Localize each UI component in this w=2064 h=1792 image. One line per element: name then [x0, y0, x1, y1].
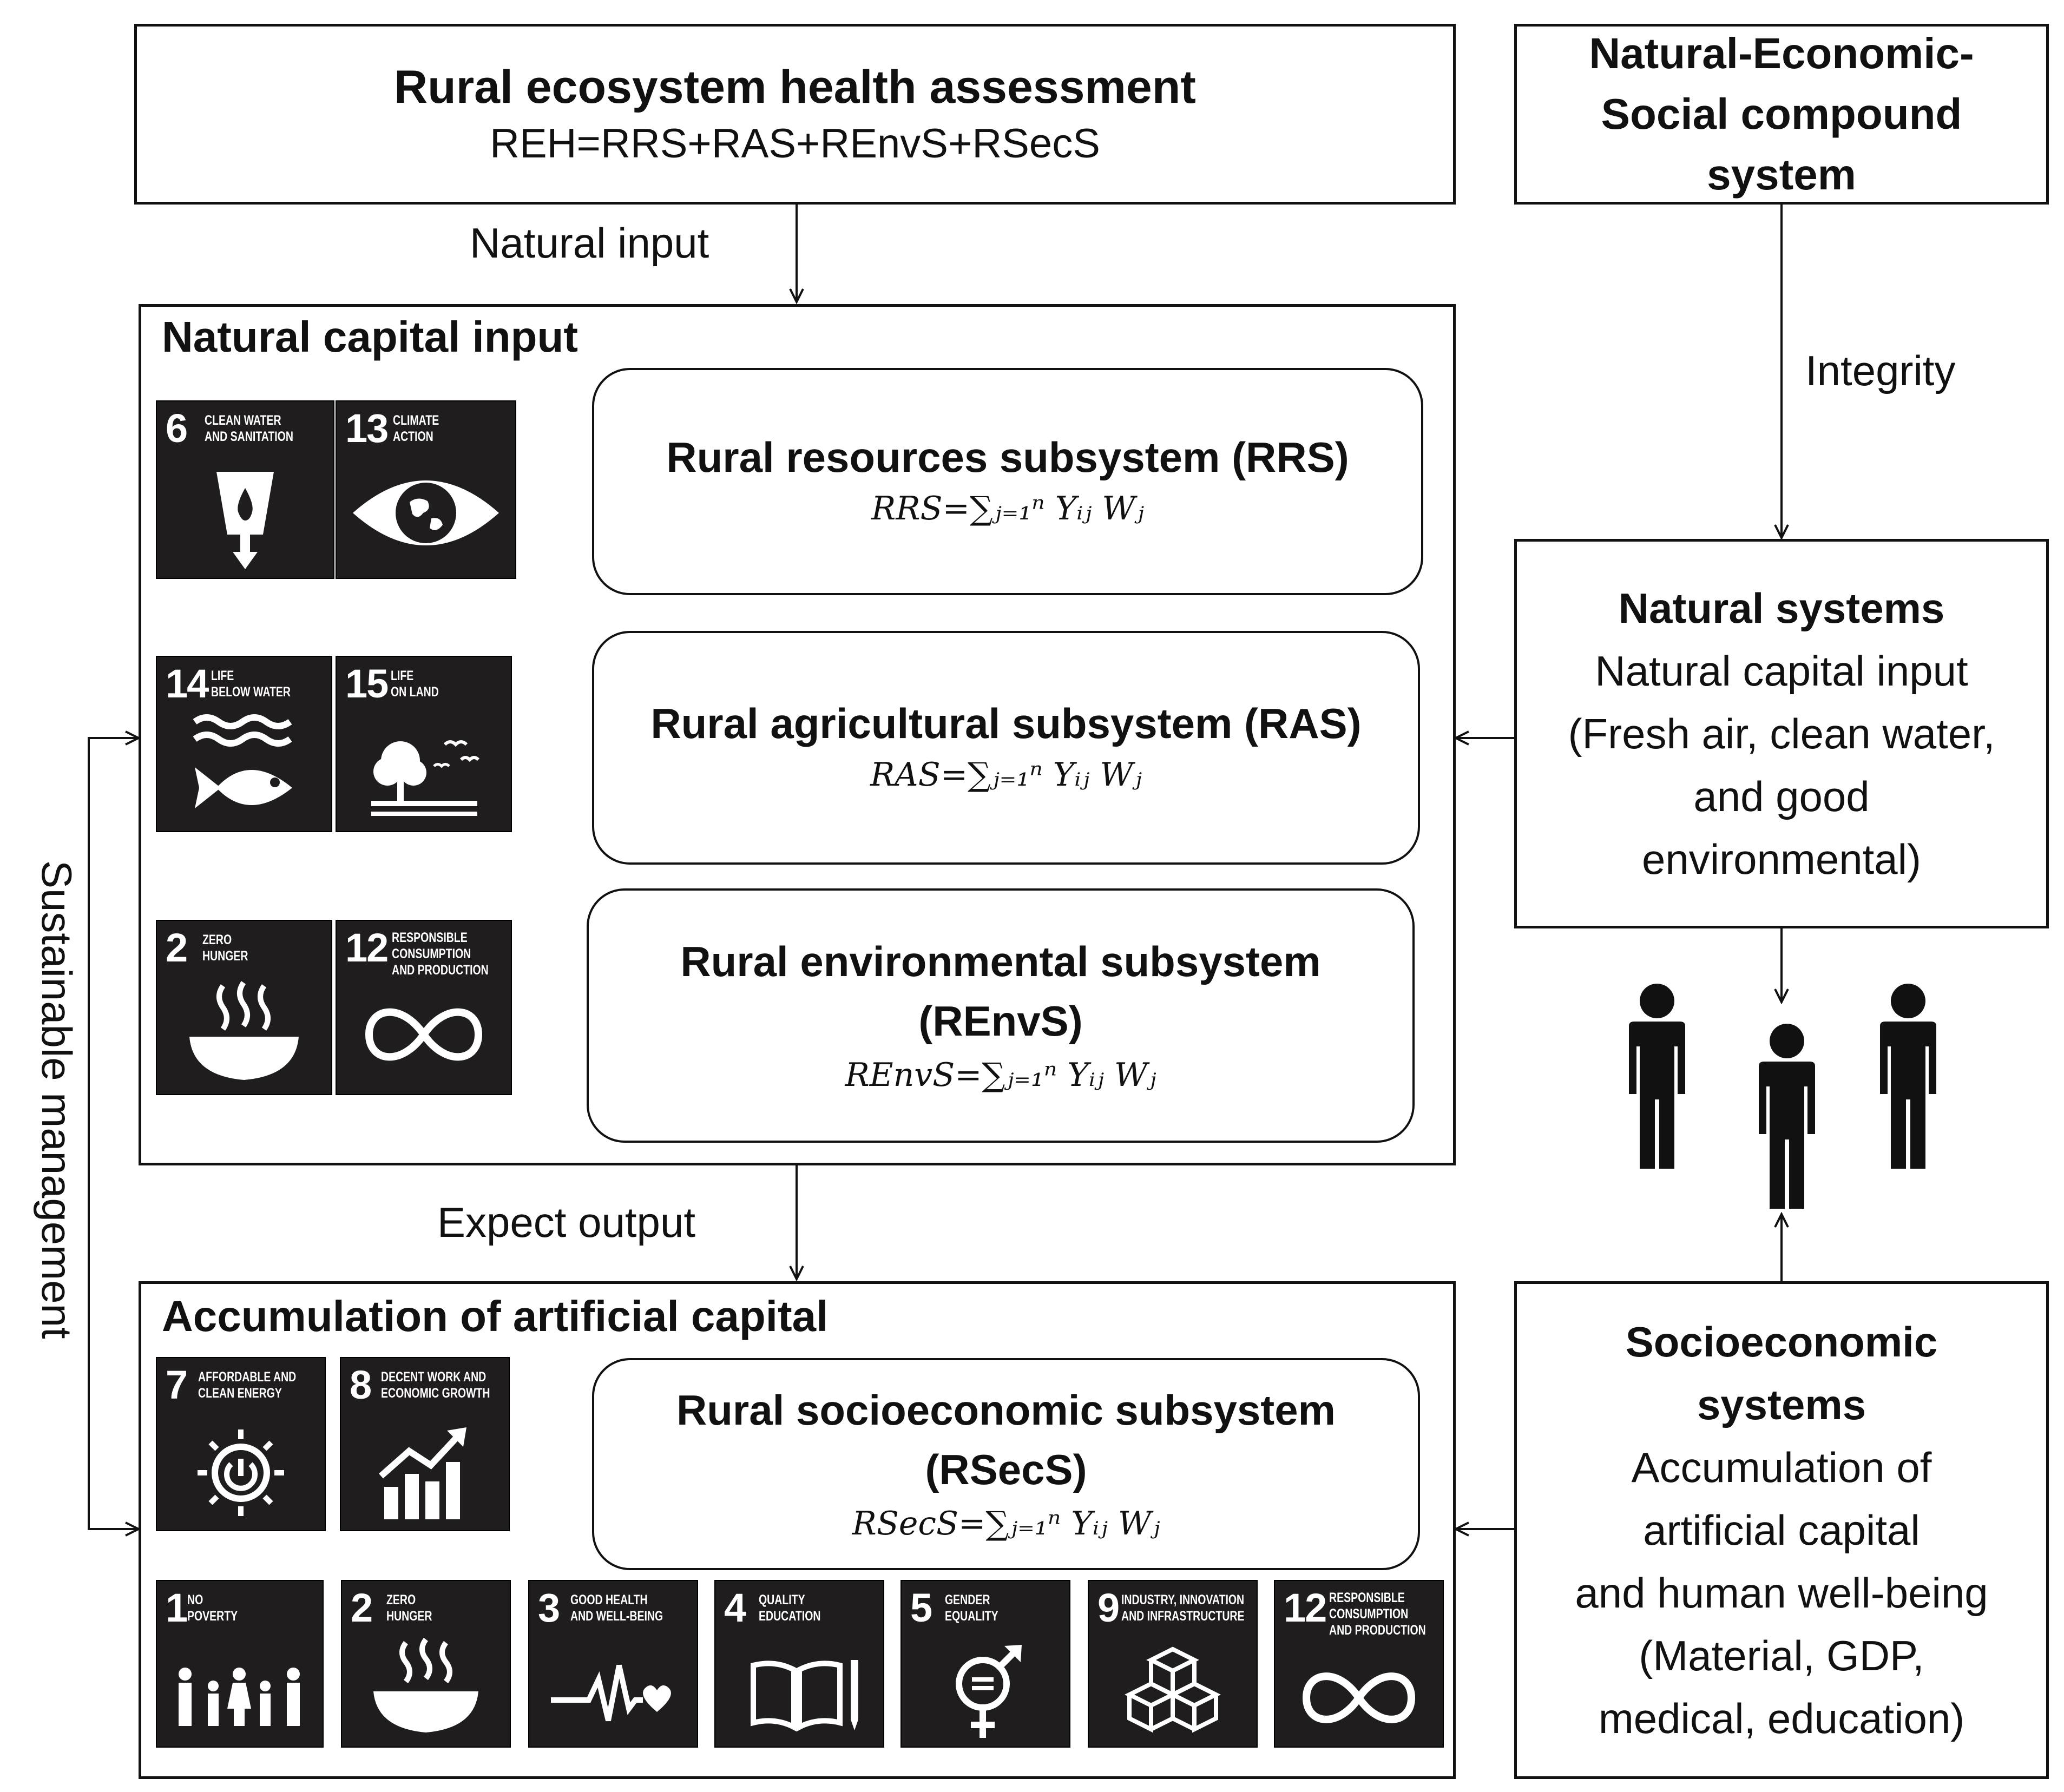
heartbeat-icon [551, 1664, 671, 1722]
expect-output-label: Expect output [437, 1198, 695, 1246]
socioeconomic-line-5: medical, education) [1598, 1695, 1965, 1742]
socioeconomic-line-2: artificial capital [1643, 1506, 1920, 1554]
compound-system-box: Natural-Economic- Social compound system [1514, 24, 2049, 205]
sdg-2-tile: 2 Zerohunger [342, 1581, 510, 1747]
ras-formula: RAS=∑ⱼ₌₁ⁿ Yᵢⱼ Wⱼ [870, 756, 1142, 794]
compound-line-2: Social compound [1601, 90, 1962, 138]
sdg-3-tile: 3 Good healthand well-being [529, 1581, 697, 1747]
natural-systems-line-2: (Fresh air, clean water, [1568, 710, 1995, 757]
natural-systems-line-3: and good [1693, 773, 1870, 820]
ras-subsystem-box: Rural agricultural subsystem (RAS) RAS=∑… [592, 631, 1420, 865]
socioeconomic-title-1: Socioeconomic [1625, 1318, 1938, 1366]
cubes-icon [1125, 1646, 1221, 1733]
socioeconomic-line-1: Accumulation of [1631, 1444, 1932, 1491]
ras-title: Rural agricultural subsystem (RAS) [650, 700, 1362, 747]
sdg-12-tile: 12 Responsibleconsumptionand production [1275, 1581, 1443, 1747]
book-pencil-icon [751, 1660, 858, 1732]
sdg-13-tile: 13 Climateaction [337, 401, 515, 578]
eye-globe-icon [353, 480, 499, 545]
sun-power-icon [198, 1429, 284, 1516]
health-assessment-formula: REH=RRS+RAS+REnvS+RSecS [490, 121, 1100, 167]
person-icon [1629, 984, 1685, 1169]
socioeconomic-systems-box: Socioeconomic systems Accumulation of ar… [1514, 1281, 2049, 1779]
sdg-8-tile: 8 Decent work andeconomic growth [341, 1358, 509, 1530]
sdg-9-tile: 9 Industry, innovationand infrastructure [1089, 1581, 1257, 1747]
growth-chart-icon [379, 1427, 466, 1519]
sustainable-management-loop [88, 737, 139, 1530]
natural-systems-title: Natural systems [1618, 584, 1945, 632]
person-icon [1759, 1024, 1815, 1209]
sdg-7-tile: 7 Affordable andclean energy [157, 1358, 325, 1530]
person-icon [1880, 984, 1936, 1169]
socioeconomic-title-2: systems [1697, 1381, 1866, 1428]
sdg-5-tile: 5 Genderequality [902, 1581, 1069, 1747]
fish-icon [193, 714, 292, 808]
rsecs-subsystem-box: Rural socioeconomic subsystem (RSecS) RS… [592, 1358, 1420, 1570]
compound-line-1: Natural-Economic- [1589, 29, 1974, 77]
gender-equality-icon [956, 1645, 1022, 1738]
renvs-subsystem-box: Rural environmental subsystem (REnvS) RE… [587, 888, 1415, 1143]
natural-systems-box: Natural systems Natural capital input (F… [1514, 539, 2049, 928]
socioeconomic-line-3: and human well-being [1575, 1569, 1988, 1617]
rrs-formula: RRS=∑ⱼ₌₁ⁿ Yᵢⱼ Wⱼ [871, 490, 1144, 528]
compound-line-3: system [1707, 150, 1856, 199]
rsecs-title-2: (RSecS) [925, 1446, 1087, 1493]
sdg-6-tile: 6 Clean waterand sanitation [157, 401, 333, 578]
rural-ecosystem-health-box: Rural ecosystem health assessment REH=RR… [134, 24, 1456, 205]
natural-capital-heading: Natural capital input [162, 313, 578, 361]
infinity-icon [1302, 1672, 1416, 1723]
natural-input-label: Natural input [470, 219, 709, 267]
sustainable-management-label: Sustainable management [33, 860, 81, 1339]
rrs-subsystem-box: Rural resources subsystem (RRS) RRS=∑ⱼ₌₁… [592, 368, 1423, 595]
family-icon [179, 1668, 300, 1726]
sdg-4-tile: 4 Qualityeducation [715, 1581, 883, 1747]
rsecs-title-1: Rural socioeconomic subsystem [676, 1386, 1336, 1434]
natural-systems-line-1: Natural capital input [1595, 647, 1968, 695]
sdg-14-tile: 14 Lifebelow water [157, 657, 331, 831]
artificial-capital-heading: Accumulation of artificial capital [162, 1292, 829, 1340]
integrity-label: Integrity [1805, 347, 1956, 394]
renvs-title-2: (REnvS) [918, 997, 1083, 1045]
natural-systems-line-4: environmental) [1642, 835, 1921, 883]
rrs-title: Rural resources subsystem (RRS) [666, 433, 1349, 481]
rsecs-formula: RSecS=∑ⱼ₌₁ⁿ Yᵢⱼ Wⱼ [852, 1505, 1160, 1543]
renvs-title-1: Rural environmental subsystem [680, 938, 1321, 985]
health-assessment-title: Rural ecosystem health assessment [394, 61, 1196, 113]
bowl-icon [189, 981, 299, 1080]
water-glass-icon [216, 472, 274, 569]
socioeconomic-line-4: (Material, GDP, [1639, 1632, 1924, 1679]
renvs-formula: REnvS=∑ⱼ₌₁ⁿ Yᵢⱼ Wⱼ [845, 1056, 1156, 1094]
sdg-2-tile: 2 Zerohunger [157, 921, 331, 1094]
sdg-1-tile: 1 Nopoverty [157, 1581, 323, 1747]
tree-birds-icon [371, 740, 480, 816]
infinity-icon [365, 1008, 483, 1061]
bowl-icon [373, 1637, 478, 1732]
sdg-12-tile: 12 Responsibleconsumptionand production [337, 921, 511, 1094]
